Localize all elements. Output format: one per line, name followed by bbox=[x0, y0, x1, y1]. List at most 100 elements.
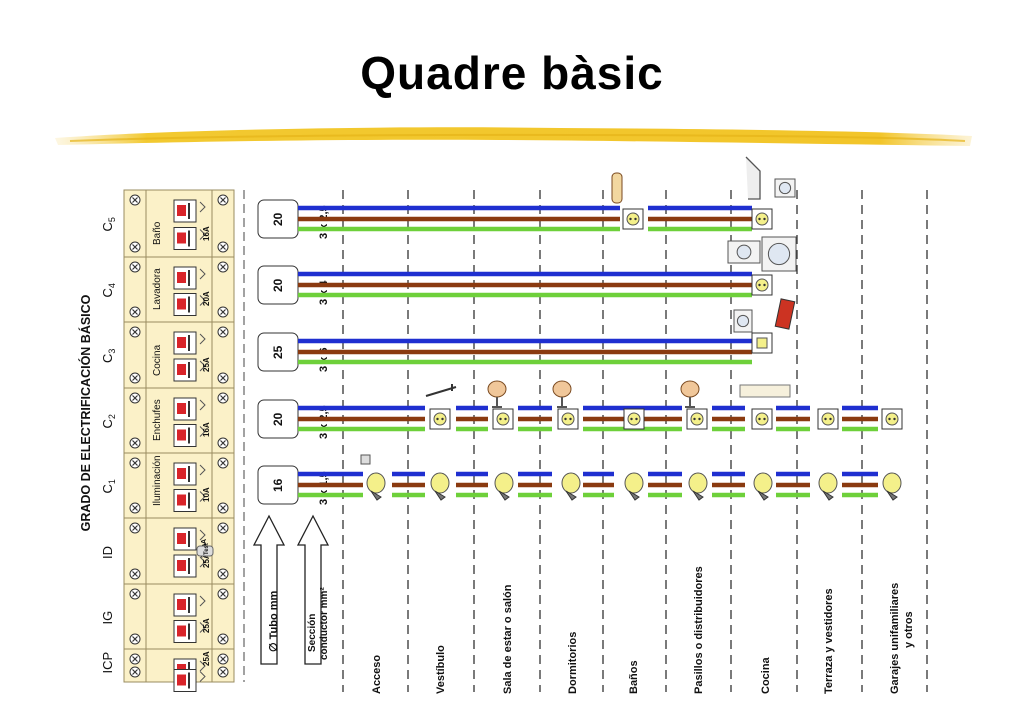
water-heater-icon bbox=[611, 172, 623, 204]
lamp-icon bbox=[882, 472, 902, 501]
screw-slot bbox=[220, 505, 226, 511]
cooktop-icon bbox=[739, 384, 791, 398]
distribution-panel: 25A25A25A30mATest10AIluminación16AEnchuf… bbox=[123, 189, 245, 692]
lamp-icon bbox=[494, 472, 514, 501]
washing-machine-icon bbox=[727, 240, 761, 264]
breaker-rating: 25A bbox=[202, 618, 211, 633]
table-lamp-icon bbox=[487, 380, 507, 408]
room-name-cont: y otros bbox=[903, 611, 915, 648]
cooktop-panel-icon bbox=[774, 298, 796, 330]
screw-slot bbox=[220, 395, 226, 401]
screw-slot bbox=[220, 375, 226, 381]
room-label: Pasillos o distribuidores bbox=[693, 566, 705, 694]
screw-slot bbox=[132, 460, 138, 466]
breaker-toggle bbox=[177, 364, 186, 375]
extractor-icon bbox=[745, 156, 761, 200]
breaker-symbol bbox=[199, 529, 206, 568]
room-name: Sala de estar o salón bbox=[502, 584, 514, 694]
socket-icon bbox=[817, 408, 839, 430]
breaker-toggle bbox=[177, 429, 186, 441]
room-labels: Acceso Vestíbulo Sala de estar o salón Dorm… bbox=[371, 566, 915, 694]
lamp-icon bbox=[430, 472, 450, 501]
breaker-rating: 16A bbox=[202, 422, 211, 437]
code-subscript: 1 bbox=[107, 479, 117, 484]
lamp-icon bbox=[624, 472, 644, 501]
panel-slot-id: 25A30mATest bbox=[124, 517, 234, 580]
room-name: Garajes unifamiliares bbox=[889, 583, 901, 694]
screw-slot bbox=[132, 395, 138, 401]
socket-icon bbox=[557, 408, 579, 430]
breaker-symbol bbox=[199, 464, 206, 502]
circuit-name: Lavadora bbox=[152, 268, 163, 310]
room-separators bbox=[342, 190, 928, 692]
side-label: GRADO DE ELECTRIFICACIÓN BÁSICO bbox=[78, 294, 93, 531]
screw-slot bbox=[132, 264, 138, 270]
breaker-symbol bbox=[199, 201, 206, 240]
room-name: Terraza y vestidores bbox=[823, 588, 835, 694]
breaker-toggle bbox=[177, 403, 186, 414]
circuit-c3: 253 x 6 bbox=[257, 298, 796, 372]
screw-slot bbox=[132, 375, 138, 381]
screw-slot bbox=[132, 571, 138, 577]
screw-slot bbox=[132, 244, 138, 250]
screw-slot bbox=[220, 329, 226, 335]
socket-icon bbox=[881, 408, 903, 430]
conductor-section: 3 x 2,5 bbox=[318, 405, 330, 439]
breaker-toggle bbox=[177, 232, 186, 244]
circuit-name: Baño bbox=[152, 221, 163, 245]
desk-lamp-icon bbox=[425, 384, 457, 397]
breaker-toggle bbox=[177, 599, 186, 610]
breaker-symbol bbox=[199, 333, 206, 372]
oven-socket-icon bbox=[751, 332, 773, 354]
room-name: Cocina bbox=[760, 656, 772, 694]
room-label: Dormitorios bbox=[567, 632, 579, 694]
code-text: C bbox=[100, 484, 115, 493]
screw-slot bbox=[220, 525, 226, 531]
breaker-symbol bbox=[199, 399, 206, 437]
circuit-name: Iluminación bbox=[152, 455, 163, 506]
code-text: C bbox=[100, 222, 115, 231]
socket-icon bbox=[751, 408, 773, 430]
breaker-symbol bbox=[199, 660, 206, 682]
circuit-c4: 203 x 4 bbox=[257, 236, 797, 305]
screw-slot bbox=[220, 440, 226, 446]
screw-slot bbox=[132, 636, 138, 642]
bell-icon bbox=[360, 454, 371, 465]
breaker-rating: 16A bbox=[202, 226, 211, 241]
breaker-toggle bbox=[177, 494, 186, 506]
code-subscript: 3 bbox=[107, 349, 117, 354]
screw-slot bbox=[132, 197, 138, 203]
room-name: Vestíbulo bbox=[435, 645, 447, 694]
room-name: Acceso bbox=[371, 655, 383, 694]
breaker-toggle bbox=[177, 298, 186, 310]
breaker-toggle bbox=[177, 468, 186, 479]
room-label: Acceso bbox=[371, 655, 383, 694]
tube-diameter: 25 bbox=[271, 345, 285, 359]
code-subscript: 5 bbox=[107, 217, 117, 222]
breaker-symbol bbox=[199, 595, 206, 633]
screw-slot bbox=[132, 440, 138, 446]
room-label: Terraza y vestidores bbox=[823, 588, 835, 694]
lamp-icon bbox=[688, 472, 708, 501]
breaker-toggle bbox=[177, 272, 186, 283]
panel-code-id: ID bbox=[100, 546, 115, 559]
screw-slot bbox=[132, 309, 138, 315]
code-subscript: 4 bbox=[107, 283, 117, 288]
conductor-section: 3 x 1,5 bbox=[318, 471, 330, 505]
screw-slot bbox=[132, 525, 138, 531]
section-arrow bbox=[296, 514, 330, 665]
panel-code-icp: ICP bbox=[100, 652, 115, 674]
title-underline bbox=[55, 127, 972, 146]
breaker-rating: 25A bbox=[202, 553, 211, 568]
panel-code-c4: C4 bbox=[100, 283, 117, 297]
screw-slot bbox=[220, 571, 226, 577]
tube-diameter: 20 bbox=[271, 412, 285, 426]
table-lamp-icon bbox=[680, 380, 700, 408]
screw-slot bbox=[220, 636, 226, 642]
code-subscript: 2 bbox=[107, 414, 117, 419]
socket-icon bbox=[751, 274, 773, 296]
